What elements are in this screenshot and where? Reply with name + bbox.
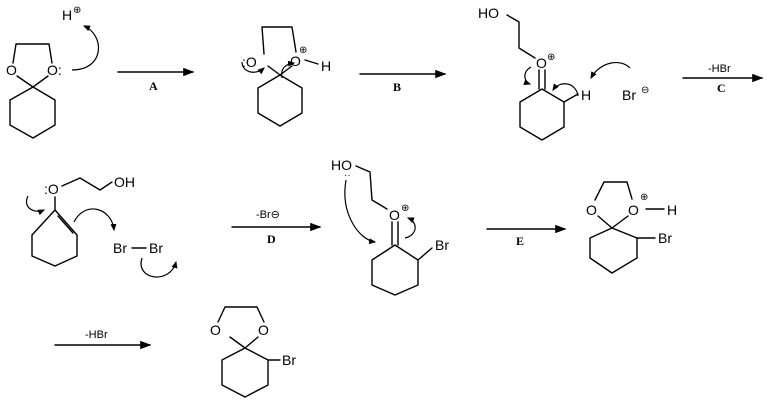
- curved-arrow: [281, 60, 296, 79]
- bromo-oxocarbenium-ion: HO ·· O ⊕ Br: [331, 157, 449, 296]
- enol-ether: :O OH Br Br: [25, 174, 178, 278]
- protonated-bromo-ketal: O O ⊕ H Br: [586, 181, 677, 274]
- svg-text:⊕: ⊕: [640, 192, 648, 203]
- oxocarbenium-ion: HO O ⊕ H Br ⊖: [478, 5, 649, 141]
- curved-arrow: [140, 257, 178, 278]
- svg-text:O: O: [586, 202, 597, 218]
- ketal-start: O O: H ⊕: [6, 5, 99, 139]
- svg-text:E: E: [516, 234, 524, 248]
- curved-arrow: [552, 83, 579, 97]
- svg-text:H: H: [62, 7, 72, 23]
- bromo-ketal-product: O O Br: [210, 306, 296, 398]
- svg-text:H: H: [321, 58, 331, 74]
- svg-text:⊕: ⊕: [401, 203, 409, 214]
- svg-text:C: C: [717, 81, 726, 95]
- protonated-ketal: :O O ⊕ H: [241, 26, 331, 127]
- svg-text::O: :O: [44, 181, 59, 197]
- curved-arrow: [523, 66, 532, 85]
- svg-text::O: :O: [242, 54, 257, 70]
- svg-text:O: O: [290, 53, 301, 69]
- svg-text:HO: HO: [478, 5, 499, 21]
- svg-text:D: D: [267, 232, 276, 246]
- svg-text:-HBr: -HBr: [85, 329, 108, 341]
- lone-pair-dots: ··: [344, 170, 351, 181]
- svg-text:Br: Br: [658, 230, 672, 246]
- svg-text:⊕: ⊕: [299, 45, 307, 56]
- svg-text:O: O: [536, 55, 547, 71]
- svg-text:⊕: ⊕: [547, 52, 555, 63]
- svg-text:O: O: [628, 202, 639, 218]
- curved-arrow: [590, 61, 631, 80]
- svg-text:O: O: [210, 322, 221, 338]
- svg-text:Br: Br: [113, 240, 127, 256]
- svg-text:-HBr: -HBr: [708, 63, 731, 75]
- svg-text:OH: OH: [114, 174, 135, 190]
- svg-text:-Br⊖: -Br⊖: [256, 209, 280, 221]
- svg-text:⊖: ⊖: [641, 85, 649, 96]
- curved-arrow: [25, 195, 46, 216]
- svg-text:A: A: [149, 79, 158, 93]
- svg-text:Br: Br: [282, 352, 296, 368]
- svg-text:Br: Br: [435, 237, 449, 253]
- curved-arrow: [73, 208, 117, 232]
- svg-text:O: O: [6, 62, 17, 78]
- curved-arrow: [344, 179, 377, 245]
- svg-text:⊕: ⊕: [73, 5, 81, 16]
- svg-text:Br: Br: [622, 87, 636, 103]
- svg-text:O: O: [389, 207, 400, 223]
- svg-text:B: B: [393, 80, 401, 94]
- svg-text:O:: O:: [47, 62, 62, 78]
- curved-arrow: [241, 61, 265, 75]
- svg-text:Br: Br: [149, 240, 163, 256]
- svg-text:HO: HO: [331, 157, 352, 173]
- svg-text:H: H: [667, 202, 677, 218]
- svg-text:H: H: [581, 87, 591, 103]
- svg-text:O: O: [258, 322, 269, 338]
- curved-arrow: [404, 217, 416, 239]
- curved-arrow: [71, 25, 99, 71]
